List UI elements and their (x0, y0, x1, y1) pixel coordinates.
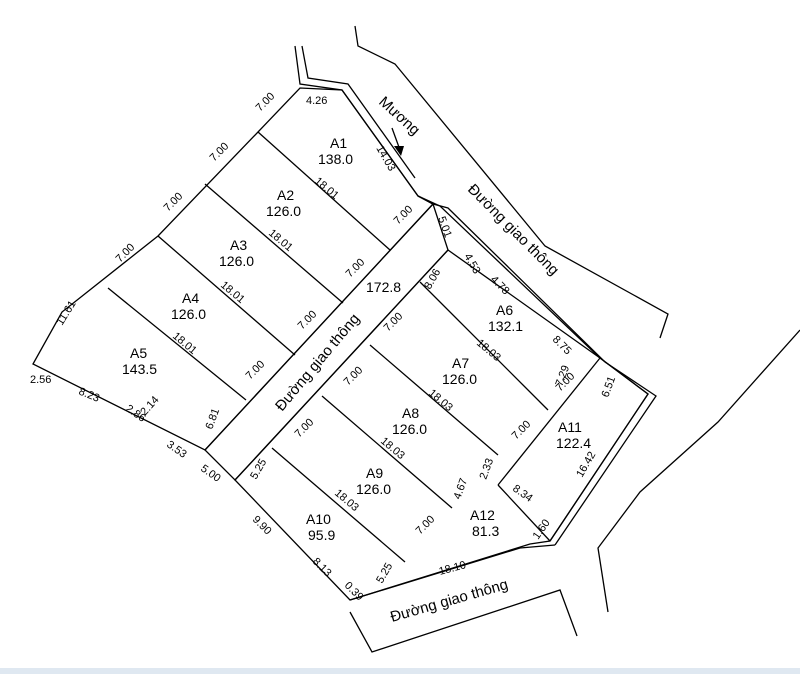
lot-block-lower (234, 249, 649, 601)
dim-label: 5.00 (198, 463, 222, 485)
dim-label: 7.00 (382, 310, 406, 334)
dim-label: 7.00 (342, 364, 366, 388)
lot-line-a4-a5 (107, 287, 247, 401)
lot-area-a4: 126.0 (171, 306, 206, 322)
dim-label: 11.61 (54, 299, 78, 328)
bottom-strip (0, 668, 800, 674)
dim-label: 7.00 (344, 256, 368, 280)
dim-label: 7.00 (392, 203, 416, 227)
canal-edge-inner (301, 45, 416, 179)
road-bottom-label: Đường giao thông (388, 576, 510, 626)
lot-area-a2: 126.0 (266, 203, 301, 219)
dim-label: 3.53 (164, 439, 188, 461)
dim-label: 5.01 (435, 215, 454, 239)
lot-name-a4: A4 (182, 290, 199, 306)
dim-label: 4.67 (452, 477, 471, 501)
lot-line-a11-a12 (497, 484, 551, 542)
dim-label: 8.13 (310, 556, 334, 580)
dim-label: 8.06 (422, 267, 443, 292)
dim-label: 7.00 (414, 513, 438, 537)
lot-area-a6: 132.1 (488, 318, 523, 334)
lot-name-a6: A6 (496, 302, 513, 318)
lot-area-a11: 122.4 (556, 435, 591, 451)
road-right-upper-edge (354, 25, 669, 339)
middle-road-area: 172.8 (366, 279, 401, 295)
dim-label: 4.26 (306, 95, 327, 107)
dim-label: 7.00 (296, 308, 320, 332)
dim-label: 7.00 (244, 358, 268, 382)
lot-name-a11: A11 (558, 419, 582, 435)
dim-label: 18.01 (170, 330, 199, 357)
dim-label: 1.60 (531, 517, 553, 541)
dim-label: 7.00 (510, 418, 534, 442)
dim-label: 18.01 (312, 175, 341, 202)
lot-name-a10: A10 (306, 511, 331, 527)
dim-label: 7.00 (114, 241, 138, 265)
dim-label: 2.33 (478, 457, 497, 481)
dim-label: 18.03 (426, 387, 455, 414)
dim-label: 2.56 (30, 374, 51, 386)
lot-name-a12: A12 (470, 507, 495, 523)
lot-name-a1: A1 (330, 135, 347, 151)
lot-line-a7-a8 (369, 344, 499, 456)
lot-line-a1-a2 (257, 131, 391, 251)
dim-label: 7.00 (293, 416, 317, 440)
dim-label: 6.51 (600, 375, 619, 399)
dim-label: 5.25 (374, 561, 395, 586)
dim-label: 0.39 (342, 580, 366, 604)
lot-name-a7: A7 (452, 355, 469, 371)
lot-line-a2-a3 (204, 183, 344, 304)
dim-label: 7.00 (208, 140, 232, 164)
dim-label: 4.78 (488, 274, 512, 298)
lot-line-a9-a10 (271, 447, 406, 563)
dim-label: 18.10 (438, 559, 468, 578)
lot-area-a3: 126.0 (219, 253, 254, 269)
road-bottom-edge (349, 589, 578, 653)
dim-label: 5.25 (248, 457, 269, 482)
lot-area-a12: 81.3 (472, 523, 499, 539)
lot-line-a6-a7 (419, 281, 549, 411)
lot-name-a2: A2 (277, 187, 294, 203)
lot-area-a10: 95.9 (308, 527, 335, 543)
lot-area-a7: 126.0 (442, 371, 477, 387)
lot-name-a5: A5 (130, 345, 147, 361)
lot-area-a1: 138.0 (318, 151, 353, 167)
lot-name-a9: A9 (366, 465, 383, 481)
dim-label: 6.81 (204, 407, 223, 431)
canal-arrow-head (394, 146, 404, 156)
lot-block-upper (32, 87, 435, 451)
lot-area-a5: 143.5 (122, 361, 157, 377)
lot-line-a8-a9 (321, 395, 453, 509)
lot-name-a3: A3 (230, 237, 247, 253)
lot-line-a6-a11 (497, 357, 601, 486)
road-far-right-edge (597, 329, 800, 613)
dim-label: 2.14 (138, 394, 161, 418)
lot-line-a3-a4 (157, 235, 296, 356)
dim-label: 7.00 (254, 90, 278, 114)
lot-area-a9: 126.0 (356, 481, 391, 497)
dim-label: 8.23 (77, 386, 101, 405)
lot-name-a8: A8 (402, 405, 419, 421)
lot-area-a8: 126.0 (392, 421, 427, 437)
